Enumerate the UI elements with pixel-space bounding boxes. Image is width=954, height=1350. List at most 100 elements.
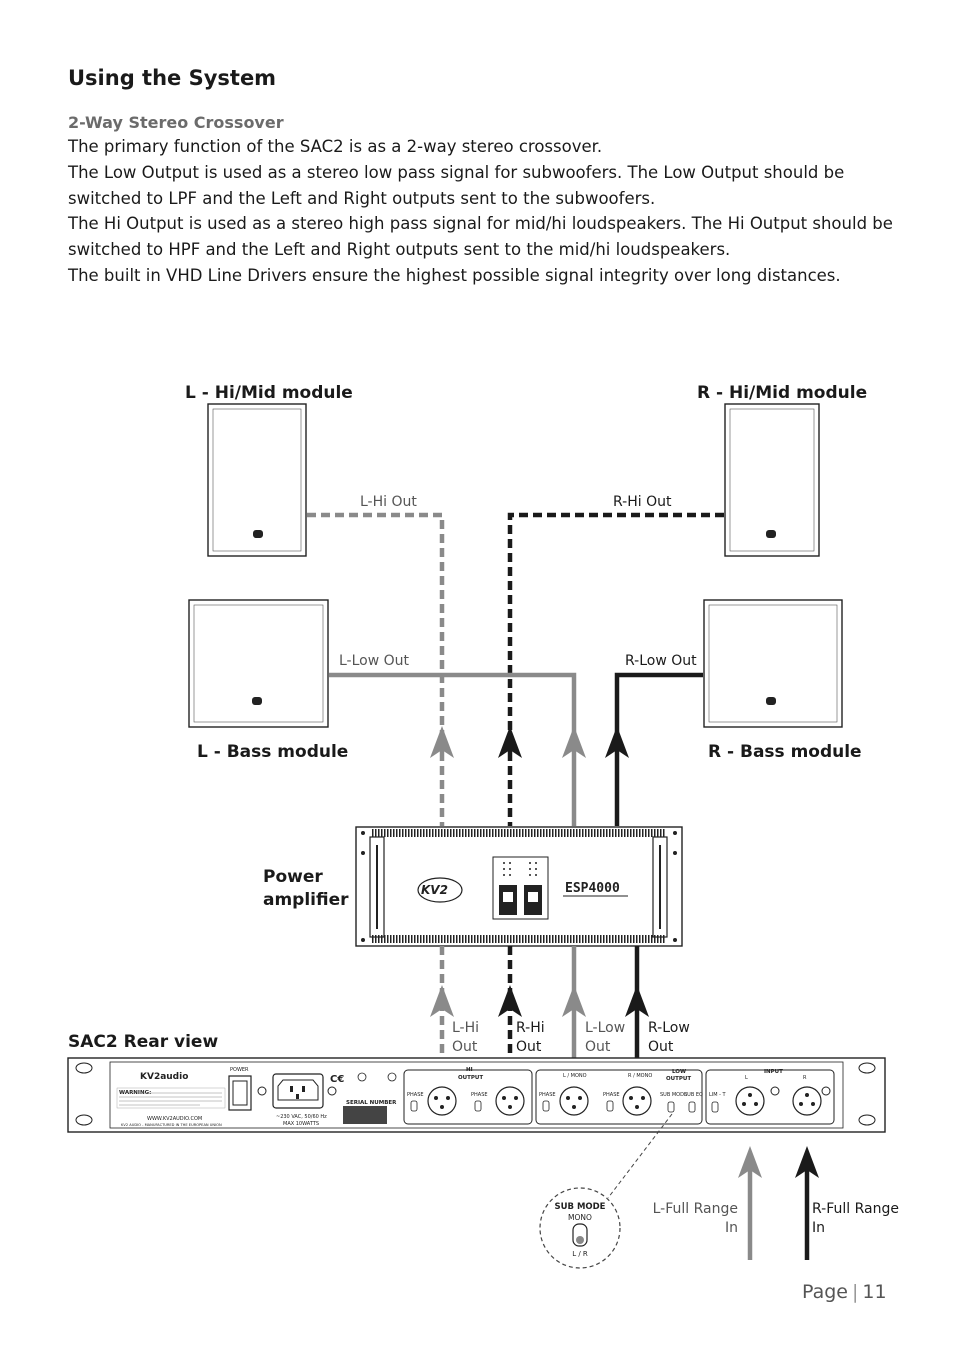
l-hi-out-line (307, 512, 445, 752)
sub-eq-switch[interactable] (688, 1101, 696, 1113)
xlr-l-low-output[interactable] (559, 1086, 589, 1116)
sac2-rear-panel: KV2audio WARNING: WWW.KV2AUDIO.COM KV2 A… (67, 1057, 886, 1133)
l-low-out-label: L-Low Out (339, 653, 410, 669)
r-bass-speaker (703, 599, 843, 728)
l-hi-bottom-label-1: L-Hi (452, 1020, 479, 1036)
r-hi-bottom-label-1: R-Hi (516, 1020, 545, 1036)
svg-text:KV2: KV2 (421, 883, 448, 897)
l-mono-label: L / MONO (563, 1073, 587, 1079)
power-amp-label-2: amplifier (263, 890, 349, 910)
panel-max: MAX 10WATTS (283, 1121, 319, 1127)
logo-badge-icon (766, 697, 776, 705)
r-mono-label: R / MONO (628, 1073, 652, 1079)
paragraph-2: The Low Output is used as a stereo low p… (68, 162, 845, 208)
amp-model-label: ESP4000 (565, 881, 620, 896)
phase-switch-l-low[interactable] (542, 1100, 550, 1112)
l-bass-label: L - Bass module (197, 742, 348, 762)
l-hi-bottom-label-2: Out (452, 1039, 478, 1055)
l-hi-mid-speaker (207, 403, 307, 557)
l-hi-mid-label: L - Hi/Mid module (185, 383, 353, 403)
hi-output-label-2: OUTPUT (458, 1075, 483, 1081)
phase-switch-l-hi[interactable] (410, 1100, 418, 1112)
phase-switch-r-low[interactable] (606, 1100, 614, 1112)
l-bass-speaker (188, 599, 329, 728)
callout-lr: L / R (572, 1250, 588, 1258)
xlr-r-input[interactable] (792, 1086, 822, 1116)
r-low-out-line (614, 672, 703, 752)
arrow-up-icon (605, 726, 629, 758)
arrow-up-icon (795, 1146, 819, 1178)
r-full-range-label-2: In (812, 1220, 825, 1236)
r-hi-mid-label: R - Hi/Mid module (697, 383, 867, 403)
hi-output-label-1: HI (466, 1067, 473, 1073)
page-heading: Using the System (68, 66, 277, 90)
callout-mono: MONO (568, 1213, 592, 1222)
arrow-up-icon (738, 1146, 762, 1178)
amp-brand-logo: KV2 (417, 877, 463, 903)
l-full-range-label-1: L-Full Range (653, 1201, 738, 1217)
l-full-range-label-2: In (725, 1220, 738, 1236)
page-separator: | (852, 1281, 859, 1303)
panel-website: WWW.KV2AUDIO.COM (147, 1116, 202, 1122)
panel-voltage: ~230 VAC, 50/60 Hz (276, 1114, 327, 1120)
r-low-bottom-label-1: R-Low (648, 1020, 690, 1036)
serial-number-plate (343, 1106, 387, 1124)
paragraph-3: The Hi Output is used as a stereo high p… (68, 214, 893, 260)
arrow-up-icon (430, 985, 454, 1017)
page-number-footer: Page|11 (802, 1281, 887, 1303)
low-output-label-1: LOW (672, 1069, 686, 1075)
lim-switch[interactable] (711, 1101, 719, 1113)
l-low-bottom-label-2: Out (585, 1039, 611, 1055)
power-amp-label-1: Power (263, 867, 323, 887)
panel-brand: KV2audio (140, 1072, 188, 1082)
panel-manufactured: KV2 AUDIO - MANUFACTURED IN THE EUROPEAN… (121, 1123, 222, 1127)
logo-badge-icon (252, 697, 262, 705)
xlr-r-low-output[interactable] (622, 1086, 652, 1116)
input-r-label: R (803, 1075, 807, 1081)
phase-switch-r-hi[interactable] (474, 1100, 482, 1112)
r-low-out-label: R-Low Out (625, 653, 697, 669)
phase-label: PHASE (539, 1092, 556, 1098)
sub-mode-label: SUB MODE (660, 1092, 687, 1098)
paragraph-1: The primary function of the SAC2 is as a… (68, 137, 603, 156)
page-number: 11 (862, 1281, 887, 1303)
input-label: INPUT (764, 1069, 783, 1075)
phase-label: PHASE (471, 1092, 488, 1098)
iec-power-socket[interactable] (272, 1073, 324, 1109)
xlr-l-hi-output[interactable] (427, 1086, 457, 1116)
sub-eq-label: SUB EQ (684, 1092, 703, 1098)
paragraph-4: The built in VHD Line Drivers ensure the… (68, 265, 841, 285)
phase-label: PHASE (407, 1092, 424, 1098)
xlr-l-input[interactable] (735, 1086, 765, 1116)
input-l-label: L (745, 1075, 748, 1081)
arrow-up-icon (625, 985, 649, 1017)
r-low-bottom-label-2: Out (648, 1039, 674, 1055)
low-output-label-2: OUTPUT (666, 1076, 691, 1082)
arrow-up-icon (430, 726, 454, 758)
arrow-up-icon (562, 985, 586, 1017)
page-word: Page (802, 1281, 848, 1303)
sub-mode-callout: SUB MODE MONO L / R (539, 1187, 621, 1269)
rear-view-label: SAC2 Rear view (68, 1032, 218, 1052)
section-subheading: 2-Way Stereo Crossover (68, 113, 284, 132)
phase-label: PHASE (603, 1092, 620, 1098)
power-amplifier: KV2 ESP4000 (355, 826, 683, 947)
logo-badge-icon (766, 530, 776, 538)
lim-label: LIM - T (709, 1092, 727, 1098)
arrow-up-icon (562, 726, 586, 758)
r-hi-bottom-label-2: Out (516, 1039, 542, 1055)
svg-text:C€: C€ (330, 1074, 344, 1085)
arrow-up-icon (498, 985, 522, 1017)
panel-power-label: POWER (230, 1067, 249, 1073)
xlr-r-hi-output[interactable] (495, 1086, 525, 1116)
logo-badge-icon (253, 530, 263, 538)
intro-text: 2-Way Stereo Crossover The primary funct… (68, 112, 898, 289)
l-low-out-line (329, 672, 577, 752)
arrow-up-icon (498, 726, 522, 758)
panel-warning: WARNING: (119, 1090, 151, 1096)
r-full-range-label-1: R-Full Range (812, 1201, 899, 1217)
panel-serial-label: SERIAL NUMBER (346, 1100, 397, 1106)
sub-mode-switch[interactable] (667, 1101, 675, 1113)
r-hi-out-label: R-Hi Out (613, 494, 672, 510)
